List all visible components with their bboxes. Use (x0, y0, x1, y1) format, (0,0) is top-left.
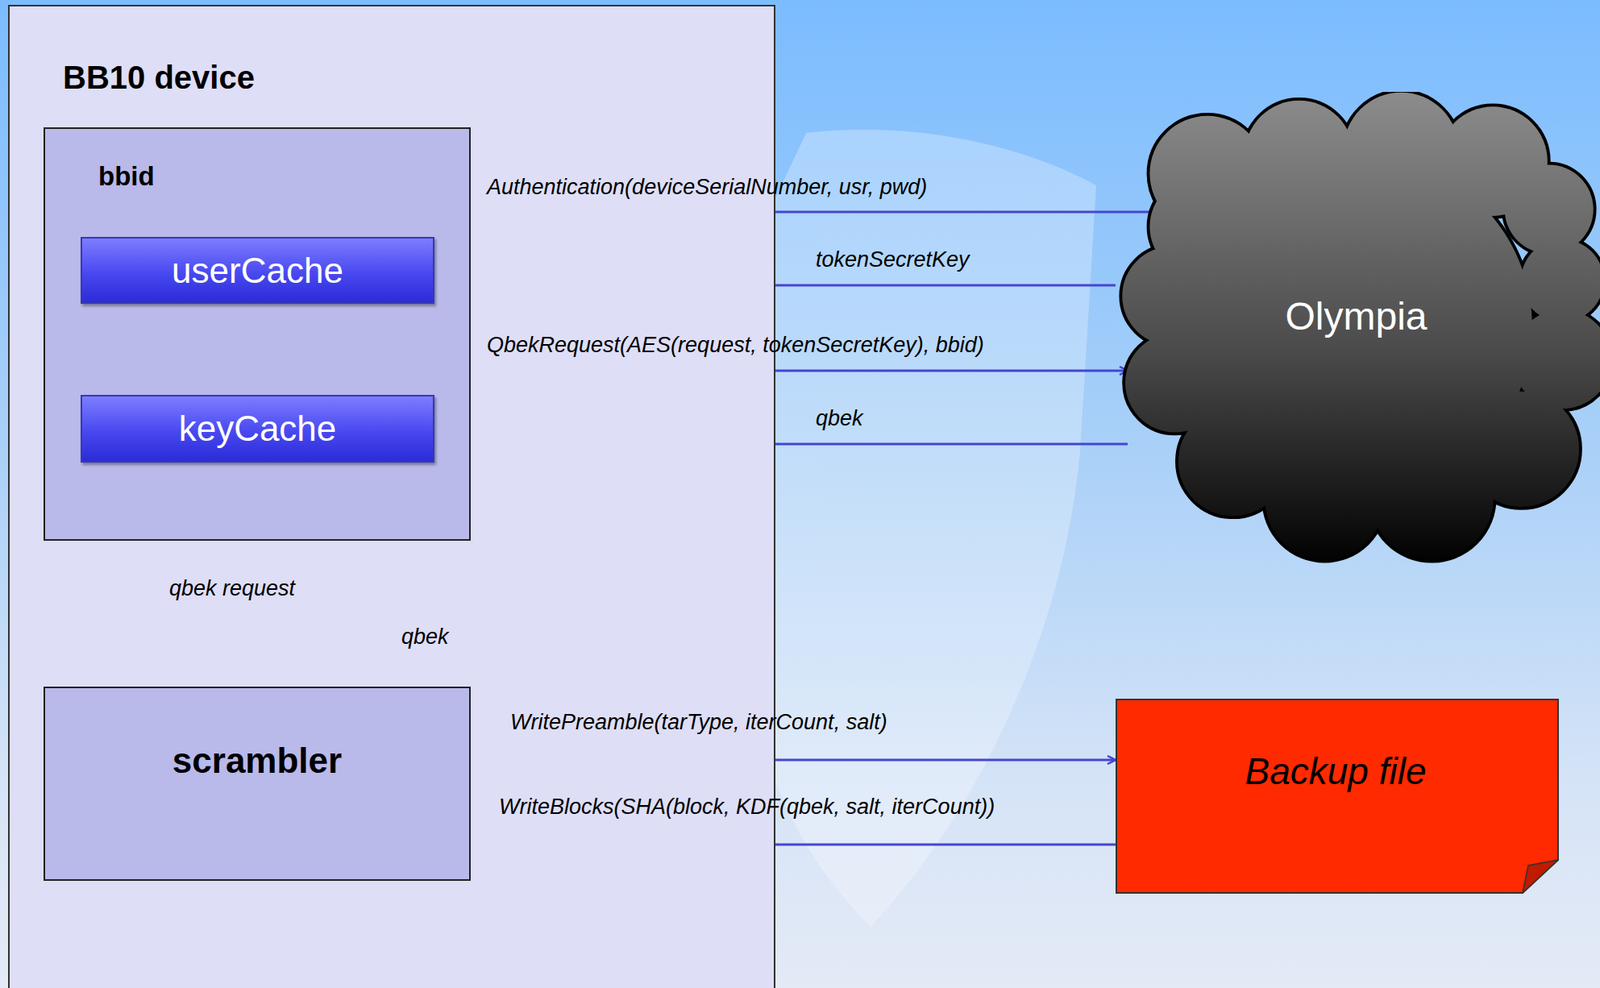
node-label: userCache (171, 250, 344, 291)
component-box: userCache keyCache bbid (43, 127, 471, 541)
node-label: bbid (98, 161, 155, 192)
cache-box: keyCache (80, 394, 435, 463)
node-label: keyCache (178, 408, 337, 449)
edge-label: WritePreamble(tarType, iterCount, salt) (510, 710, 888, 736)
component-box: scrambler (43, 686, 471, 882)
cloud-service: Olympia (1115, 91, 1600, 567)
cache-box: userCache (80, 236, 435, 304)
edge-label: qbek (815, 406, 864, 432)
edge-label: qbek (401, 624, 449, 650)
edge-label: Authentication(deviceSerialNumber, usr, … (486, 174, 927, 200)
file-shape (1115, 698, 1559, 894)
device-panel: userCache keyCache bbid scrambler BB10 devic… (8, 4, 776, 988)
node-label: scrambler (172, 740, 342, 782)
edge-label: tokenSecretKey (815, 247, 970, 273)
edge-label: WriteBlocks(SHA(block, KDF(qbek, salt, i… (498, 794, 995, 820)
node-label: Olympia (1284, 294, 1427, 339)
edge-label: QbekRequest(AES(request, tokenSecretKey)… (486, 332, 985, 358)
edge-label: qbek request (169, 576, 296, 602)
file-box: Backup file (1115, 698, 1559, 894)
node-label: BB10 device (62, 59, 255, 96)
node-label: Backup file (1244, 749, 1426, 794)
